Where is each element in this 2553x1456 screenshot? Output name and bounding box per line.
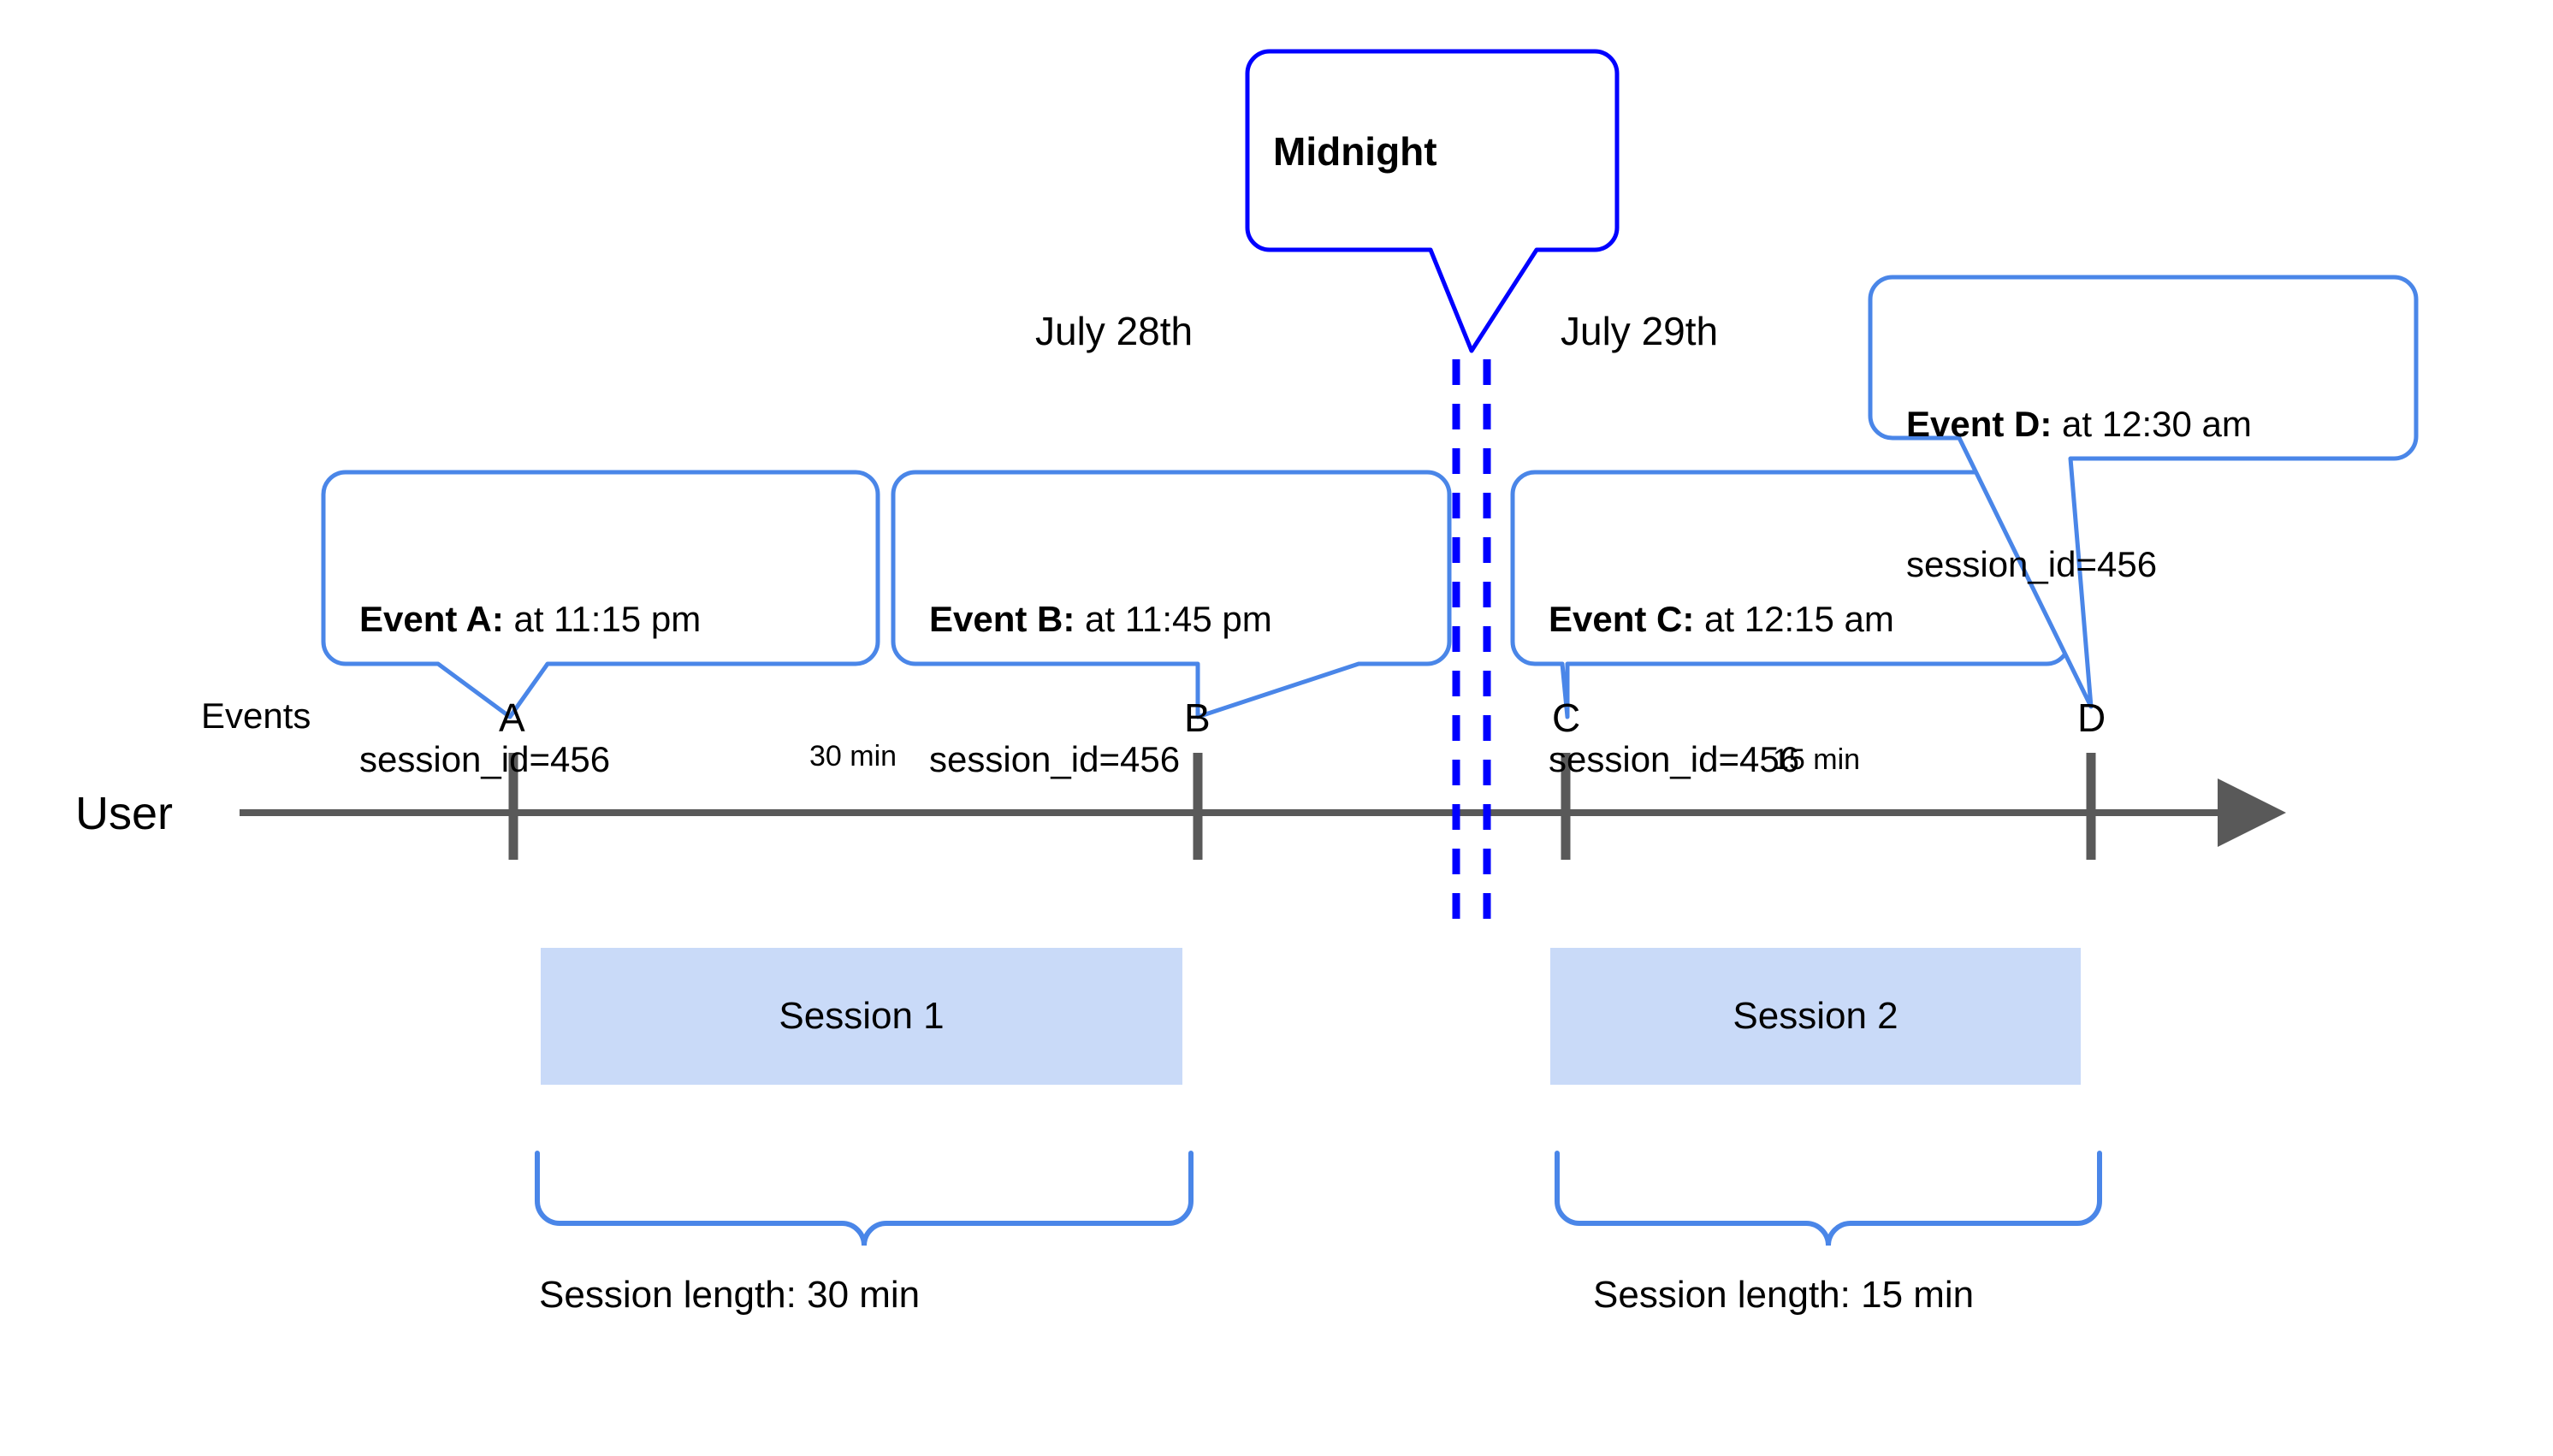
session-brace-1 [535,1151,1194,1246]
lane-label-events: Events [201,695,311,736]
event-c-session: session_id=456 [1549,738,1800,779]
session-length-label-1: Session length: 30 min [539,1274,921,1316]
date-label-right: July 29th [1561,309,1719,353]
event-callout-c-text: Event C: at 12:15 am session_id=456 [1549,503,1894,877]
event-c-label: Event C: [1549,599,1695,640]
event-d-session: session_id=456 [1906,543,2158,584]
session-brace-2 [1555,1151,2102,1246]
event-d-time: at 12:30 am [2052,404,2252,445]
event-a-session: session_id=456 [359,738,611,779]
gap-label-15min: 15 min [1773,743,1861,776]
tick-letter-d: D [2077,695,2106,740]
session-box-label-2: Session 2 [1733,995,1898,1037]
event-callout-b-text: Event B: at 11:45 pm session_id=456 [929,503,1272,877]
event-callout-a-text: Event A: at 11:15 pm session_id=456 [359,503,701,877]
event-b-session: session_id=456 [929,738,1181,779]
date-label-left: July 28th [1035,309,1194,353]
event-a-time: at 11:15 pm [503,599,702,640]
midnight-callout-label: Midnight [1273,129,1437,174]
session-box-2 [1550,948,2081,1085]
session-box-1 [541,948,1182,1085]
event-b-time: at 11:45 pm [1075,599,1272,640]
gap-label-30min: 30 min [809,740,897,772]
event-callout-a-shape [321,470,880,719]
session-length-label-2: Session length: 15 min [1593,1274,1975,1316]
midnight-callout-shape [1245,49,1620,353]
session-box-label-1: Session 1 [779,995,945,1037]
event-callout-d-shape [1868,275,2419,709]
event-a-label: Event A: [359,599,504,640]
event-b-label: Event B: [929,599,1075,640]
tick-letter-b: B [1184,695,1211,740]
tick-letter-c: C [1552,695,1581,740]
tick-letter-a: A [499,695,525,740]
event-c-time: at 12:15 am [1694,599,1894,640]
event-d-label: Event D: [1906,404,2052,445]
event-callout-d-text: Event D: at 12:30 am session_id=456 [1906,308,2252,682]
event-callout-b-shape [891,470,1452,719]
lane-label-user: User [75,788,174,839]
